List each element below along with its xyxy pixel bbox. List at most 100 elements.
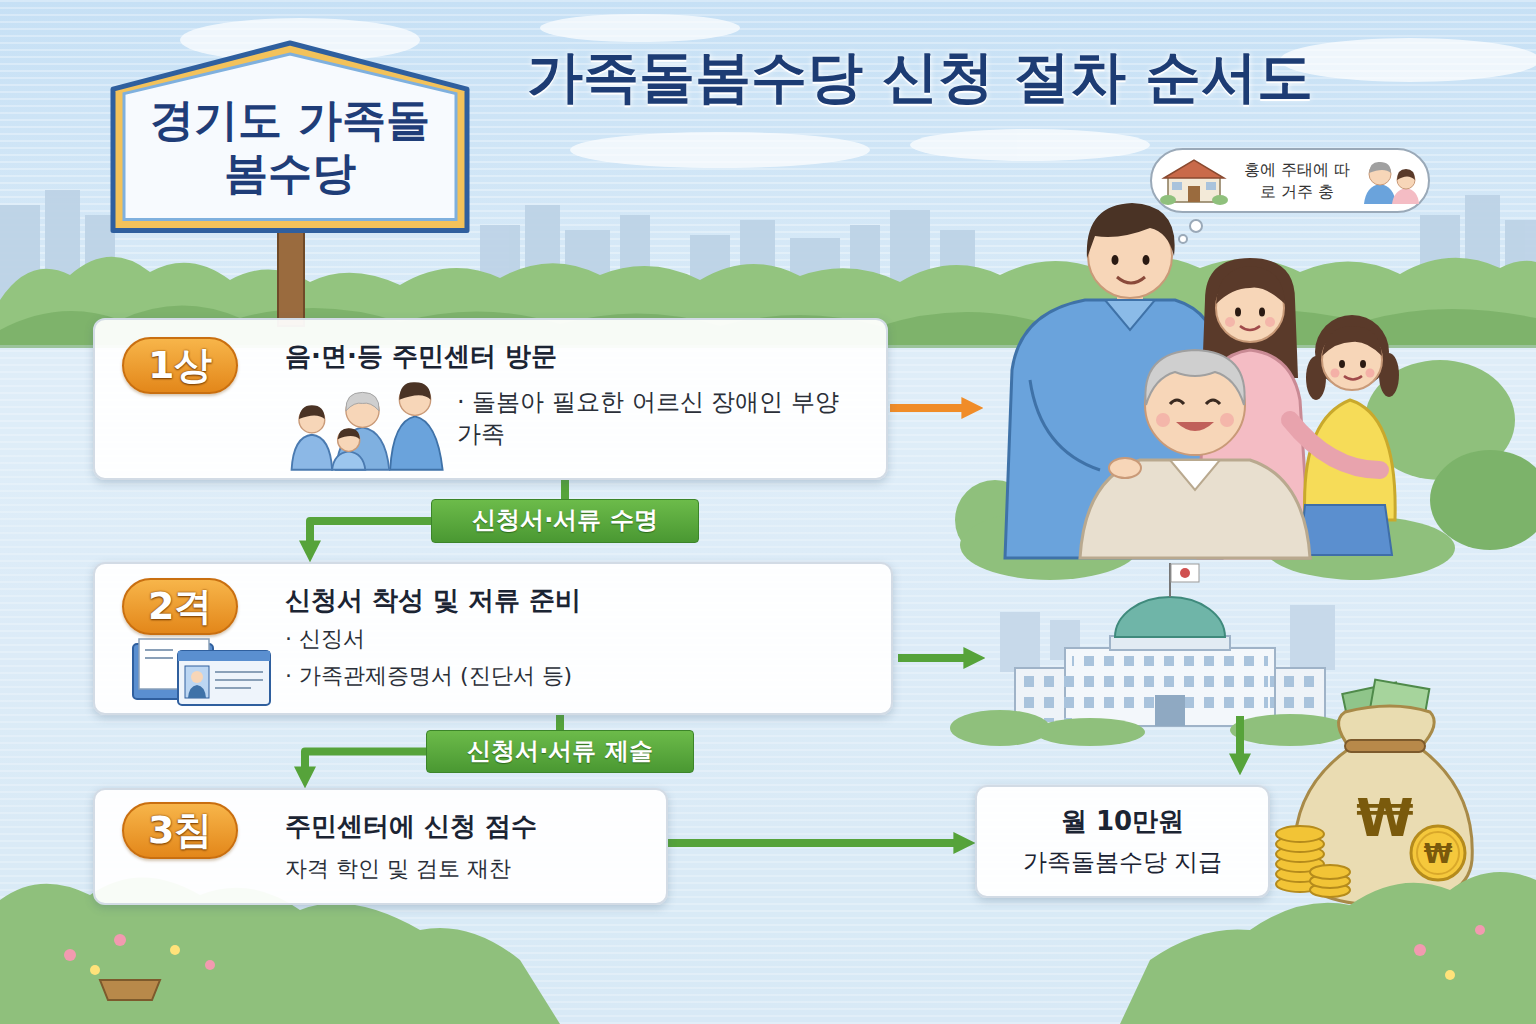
document-icon — [145, 649, 173, 651]
family-icon — [399, 382, 430, 400]
step-heading: 신청서 착성 및 저류 준비 — [285, 584, 867, 618]
step-badge: 1상 — [122, 337, 238, 394]
house-icon — [1160, 195, 1176, 205]
house-icon — [1212, 195, 1228, 205]
bottom-greenery — [205, 960, 215, 970]
flow-arrow — [668, 839, 960, 847]
family-illustration — [1109, 458, 1141, 478]
thought-dots — [1179, 220, 1202, 243]
family-illustration — [1315, 315, 1389, 389]
government-building — [1065, 648, 1275, 726]
family-illustration — [1030, 380, 1100, 470]
bottom-greenery — [100, 980, 160, 1000]
family-illustration — [1117, 277, 1145, 283]
clouds — [570, 132, 870, 168]
step-box: 신청서 착성 및 저류 준비· 신징서· 가족관제증명서 (진단서 등)2격 — [93, 562, 893, 715]
flow-arrow — [898, 654, 970, 662]
faces-icon — [1392, 188, 1419, 204]
document-icon — [145, 657, 173, 659]
clouds — [910, 129, 1150, 161]
house-icon — [1206, 182, 1216, 190]
government-building — [1035, 718, 1145, 746]
bullet-item: · 가족관제증명서 (진단서 등) — [285, 661, 867, 692]
government-building — [1180, 568, 1190, 578]
edge-label: 신청서·서류 수명 — [431, 499, 698, 542]
family-illustration — [1112, 255, 1119, 265]
thought-dots — [1179, 235, 1187, 243]
family-icon — [346, 392, 379, 410]
family-illustration — [1087, 203, 1175, 258]
faces-icon — [1362, 156, 1420, 204]
bottom-greenery — [1414, 944, 1426, 956]
step-box: 주민센터에 신청 점수자격 학인 및 검토 재찬3침 — [93, 788, 668, 905]
family-illustration — [1220, 413, 1234, 427]
government-building — [1230, 714, 1350, 746]
sign-post — [278, 222, 304, 326]
family-illustration — [1290, 420, 1380, 470]
family-illustration — [1235, 308, 1241, 317]
document-icon — [215, 679, 263, 681]
step-detail: 자격 학인 및 검토 재찬 — [285, 854, 642, 885]
clouds — [540, 14, 740, 42]
clouds — [1280, 38, 1536, 82]
family-illustration — [1145, 350, 1244, 405]
family-illustration — [1156, 413, 1170, 427]
step-badge: 2격 — [122, 578, 238, 635]
document-icon — [178, 651, 270, 705]
family-illustration — [1360, 360, 1366, 368]
family-icon — [275, 370, 450, 470]
bottom-greenery — [64, 949, 76, 961]
bottom-greenery — [90, 965, 100, 975]
family-icon — [390, 416, 443, 469]
step-number: 2격 — [148, 582, 212, 631]
family-illustration — [1216, 266, 1285, 304]
flow-arrow — [1236, 716, 1244, 760]
government-building — [1110, 636, 1230, 650]
house-icon — [1188, 186, 1200, 202]
sign-text: 경기도 가족돌봄수당 — [138, 94, 442, 200]
edge-label: 신청서·서류 제술 — [426, 730, 693, 773]
money-bag — [1276, 826, 1324, 842]
document-icon — [215, 671, 263, 673]
government-building — [1171, 564, 1199, 582]
currency-symbol: ₩ — [1424, 841, 1453, 867]
document-icon — [185, 666, 209, 698]
family-illustration — [1300, 505, 1392, 555]
bottom-greenery — [114, 934, 126, 946]
sign-board: 경기도 가족돌봄수당 — [110, 40, 470, 234]
family-illustration — [1366, 369, 1375, 378]
family-icon — [292, 435, 333, 470]
step-box: 음·면·등 주민센터 방문· 돌봄아 필요한 어르신 장애인 부양 가족1상 — [93, 318, 888, 480]
money-bag — [1345, 740, 1425, 752]
result-text: 가족돌봄수당 지급 — [993, 847, 1252, 878]
government-building — [1290, 605, 1335, 670]
family-illustration — [1225, 317, 1235, 327]
house-icon — [1162, 156, 1226, 204]
step-detail: · 돌봄아 필요한 어르신 장애인 부양 가족 — [457, 386, 862, 451]
family-icon — [338, 429, 360, 451]
money-bag — [1276, 680, 1472, 905]
government-building — [1000, 612, 1040, 672]
family-illustration — [1176, 422, 1214, 431]
title: 가족돌봄수당 신청 절차 순서도 — [440, 42, 1400, 112]
document-icon — [178, 651, 270, 661]
family-icon — [338, 428, 360, 439]
family-illustration — [1170, 400, 1184, 404]
sign-shape — [113, 43, 467, 231]
bottom-greenery — [64, 925, 1485, 970]
document-icon — [191, 671, 203, 683]
money-bag — [1417, 832, 1459, 874]
family-illustration — [1005, 203, 1399, 558]
sign-shape — [124, 54, 456, 220]
document-icon — [215, 687, 251, 689]
family-illustration — [1105, 300, 1155, 330]
family-illustration — [1259, 308, 1265, 317]
document-icon — [133, 636, 273, 706]
family-illustration — [1331, 369, 1340, 378]
currency-symbol: ₩ — [1356, 792, 1413, 844]
family-illustration — [1322, 326, 1382, 356]
faces-icon — [1364, 184, 1396, 204]
money-bag — [1310, 865, 1350, 879]
